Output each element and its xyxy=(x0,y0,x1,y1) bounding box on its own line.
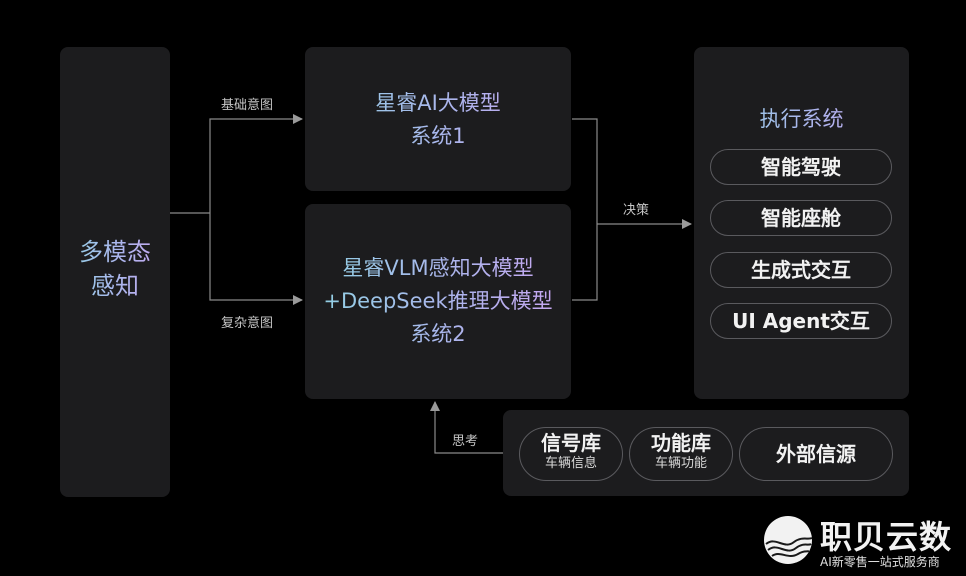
system2-out-line xyxy=(572,224,598,301)
signal-library-subtitle: 车辆信息 xyxy=(544,456,597,471)
brand-logo-icon xyxy=(764,516,813,564)
complex-intent-label: 复杂意图 xyxy=(221,315,274,330)
system2-title: 星睿VLM感知大模型 xyxy=(342,256,534,280)
system1-subtitle: 系统1 xyxy=(410,124,466,148)
basic-intent-arrow xyxy=(209,114,303,213)
signal-library-title: 信号库 xyxy=(541,431,601,455)
system2-subtitle: 系统2 xyxy=(410,322,466,346)
system1-panel: 星睿AI大模型 系统1 xyxy=(305,47,571,191)
brand-name: 职贝云数 xyxy=(820,518,953,556)
signal-library: 信号库 车辆信息 xyxy=(519,427,623,481)
system1-text: 星睿AI大模型 系统1 xyxy=(305,87,571,153)
perception-line-2: 感知 xyxy=(91,272,139,300)
perception-line-1: 多模态 xyxy=(79,238,151,266)
ui-agent-interaction-item: UI Agent交互 xyxy=(710,303,892,339)
thinking-arrow xyxy=(430,401,503,454)
system2-text: 星睿VLM感知大模型 +DeepSeek推理大模型 系统2 xyxy=(305,252,571,351)
system1-title: 星睿AI大模型 xyxy=(375,91,501,115)
smart-cockpit-item: 智能座舱 xyxy=(710,200,892,236)
function-library-subtitle: 车辆功能 xyxy=(654,456,707,471)
brand-slogan: AI新零售一站式服务商 xyxy=(820,555,940,569)
perception-title: 多模态 感知 xyxy=(60,235,170,303)
execution-title: 执行系统 xyxy=(694,103,909,133)
generative-interaction-item: 生成式交互 xyxy=(710,252,892,288)
decision-label: 决策 xyxy=(623,202,650,217)
external-sources-title: 外部信源 xyxy=(776,442,856,466)
resource-panel: 信号库 车辆信息 功能库 车辆功能 外部信源 xyxy=(503,410,909,496)
execution-system-panel: 执行系统 智能驾驶 智能座舱 生成式交互 UI Agent交互 xyxy=(694,47,909,399)
watermark: 职贝云数 AI新零售一站式服务商 xyxy=(760,512,966,576)
basic-intent-label: 基础意图 xyxy=(221,97,274,112)
system1-out-line xyxy=(572,118,598,224)
complex-intent-arrow xyxy=(209,213,303,305)
function-library: 功能库 车辆功能 xyxy=(629,427,733,481)
system2-reasoning-line: +DeepSeek推理大模型 xyxy=(323,289,553,313)
external-sources: 外部信源 xyxy=(739,427,893,481)
autonomous-driving-item: 智能驾驶 xyxy=(710,149,892,185)
multimodal-perception-panel: 多模态 感知 xyxy=(60,47,170,497)
system2-panel: 星睿VLM感知大模型 +DeepSeek推理大模型 系统2 xyxy=(305,204,571,399)
function-library-title: 功能库 xyxy=(651,431,711,455)
thinking-label: 思考 xyxy=(452,433,479,448)
